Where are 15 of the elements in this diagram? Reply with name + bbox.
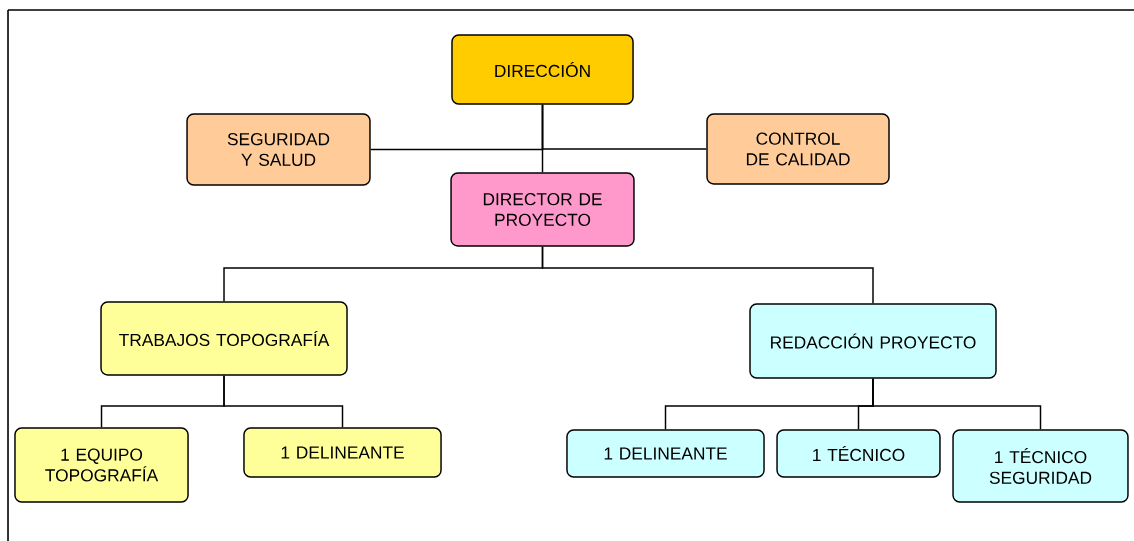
- org-box: CONTROL DE CALIDAD: [706, 113, 890, 185]
- org-box: DIRECTOR DE PROYECTO: [450, 172, 635, 247]
- connector-line: [872, 378, 1042, 430]
- org-box: 1 DELINEANTE: [566, 429, 765, 478]
- org-box: TRABAJOS TOPOGRAFÍA: [100, 301, 348, 376]
- connector-line: [541, 246, 874, 304]
- org-box: SEGURIDAD Y SALUD: [186, 113, 371, 186]
- org-box: REDACCIÓN PROYECTO: [749, 303, 997, 379]
- org-box: 1 TÉCNICO SEGURIDAD: [952, 429, 1129, 503]
- connector-line: [223, 375, 344, 428]
- connector-line: [541, 104, 707, 150]
- org-box: DIRECCIÓN: [451, 34, 634, 105]
- org-box: 1 DELINEANTE: [243, 427, 442, 478]
- org-box: 1 TÉCNICO: [776, 429, 941, 478]
- org-box: 1 EQUIPO TOPOGRAFÍA: [14, 427, 189, 503]
